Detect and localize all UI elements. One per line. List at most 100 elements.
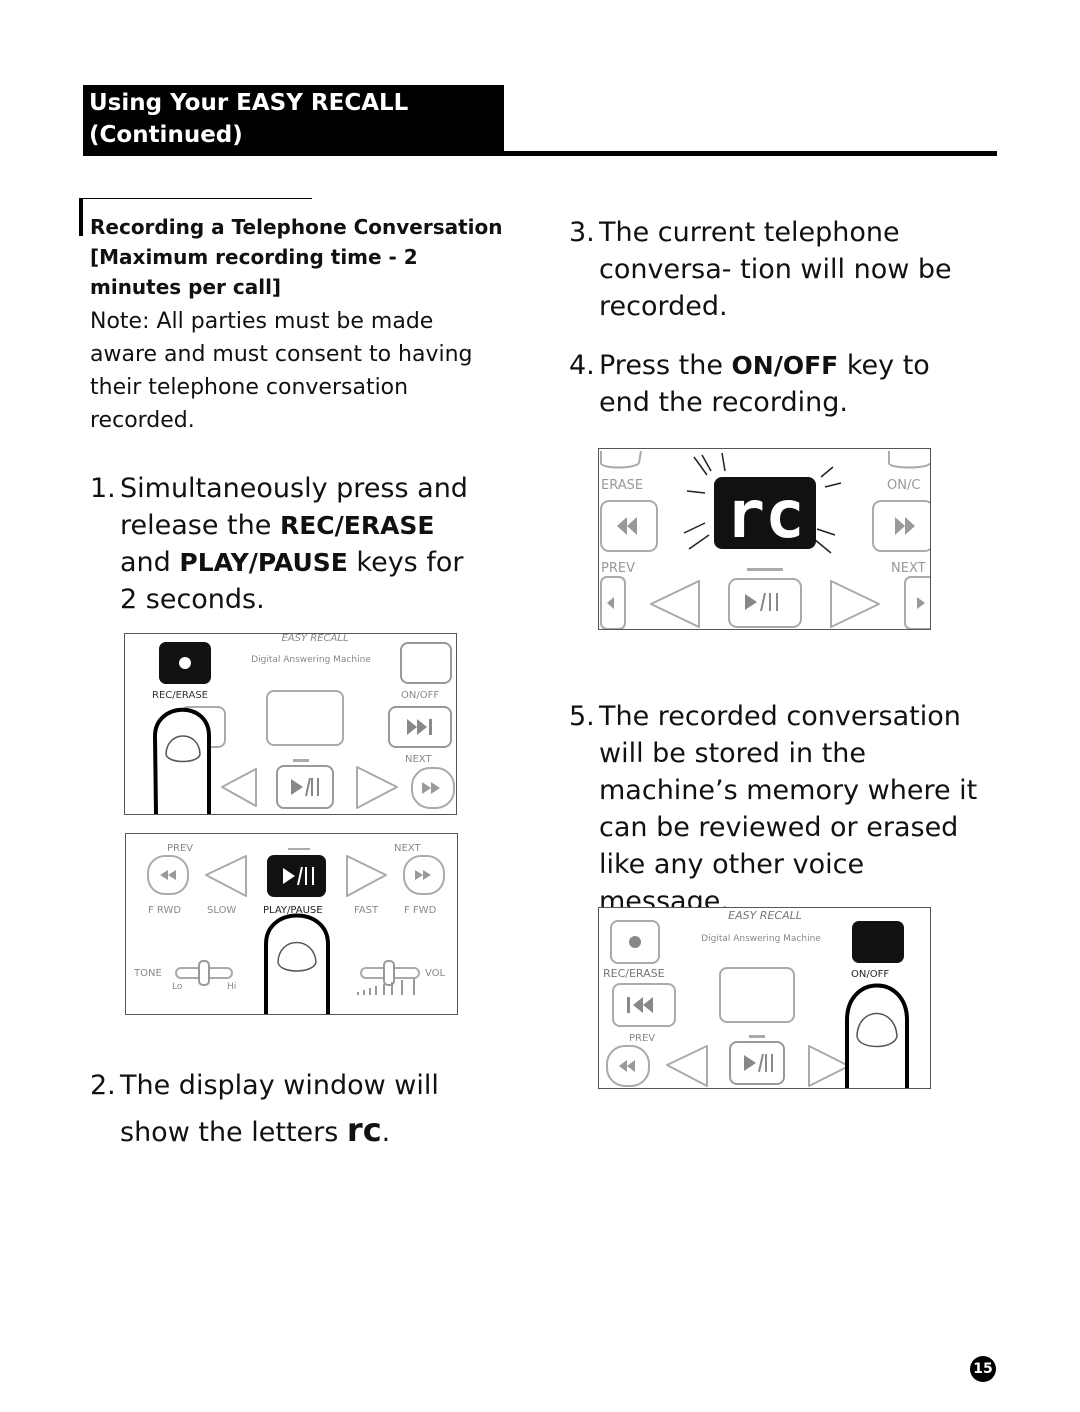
step-text: and (120, 547, 180, 578)
header-line-1: Using Your EASY RECALL (89, 90, 409, 116)
tone-label: TONE (133, 968, 162, 979)
prev-label: PREV (629, 1033, 655, 1044)
rewind-icon (160, 870, 176, 880)
key-name: rc (346, 1111, 382, 1149)
f-fwd-key (411, 767, 455, 809)
volume-scale (357, 978, 415, 995)
fingernail-icon (165, 735, 201, 763)
brand-label: EASY RECALL (281, 634, 348, 644)
fast-forward-icon (422, 782, 440, 794)
play-pause-key (267, 855, 326, 897)
f-fwd-key (904, 576, 930, 629)
step-text: Press the (599, 350, 732, 381)
key-name: REC/ERASE (279, 511, 435, 540)
step-text: The display window will show the letters (120, 1070, 439, 1148)
finger-icon (845, 983, 909, 1088)
section-marker-bar (79, 198, 83, 236)
rec-erase-key-edge (600, 450, 642, 469)
rewind-icon (607, 597, 614, 609)
page-number: 15 (970, 1356, 996, 1382)
play-pause-key (729, 1041, 785, 1085)
record-icon (179, 657, 191, 669)
prev-label: PREV (601, 561, 635, 576)
volume-slider-knob (383, 960, 395, 986)
f-rwd-key (606, 1045, 650, 1087)
on-off-key (852, 921, 904, 963)
play-icon (291, 779, 303, 795)
play-indicator (747, 568, 783, 571)
next-label: NEXT (394, 843, 421, 854)
on-off-key-edge (888, 451, 930, 469)
erase-label: ERASE (601, 478, 643, 493)
slow-key (650, 580, 700, 628)
play-pause-label: PLAY/PAUSE (263, 905, 323, 916)
note-label: Note: (90, 309, 150, 334)
step-2: 2. The display window will show the lett… (90, 1064, 500, 1155)
fast-forward-icon (415, 870, 431, 880)
on-off-label: ON/C (887, 478, 920, 493)
step-1: 1. Simultaneously press and release the … (90, 470, 480, 618)
f-fwd-key (403, 855, 445, 895)
display-window (719, 967, 795, 1023)
next-label: NEXT (405, 754, 432, 765)
skip-back-bar (627, 997, 630, 1013)
f-rwd-key (600, 576, 626, 629)
slow-key (205, 855, 247, 897)
flash-rays (683, 452, 842, 554)
header-line-2: (Continued) (89, 122, 243, 148)
f-fwd-label: F FWD (404, 905, 437, 916)
tagline-label: Digital Answering Machine (251, 655, 371, 665)
play-indicator (749, 1035, 765, 1038)
illustration-rc-display: ERASE ON/C PREV NEXT rc (598, 448, 931, 630)
illustration-press-rec-erase: EASY RECALL Digital Answering Machine RE… (124, 633, 457, 815)
f-rwd-label: F RWD (148, 905, 181, 916)
section-heading-line-2: [Maximum recording time - 2 (90, 245, 418, 269)
step-text: . (381, 1117, 391, 1148)
prev-label: PREV (167, 843, 193, 854)
step-text: The current telephone conversa- tion wil… (599, 217, 952, 322)
pause-icon (297, 866, 314, 886)
pause-icon (760, 592, 778, 612)
skip-forward-icon (407, 719, 427, 735)
section-heading-line-1: Recording a Telephone Conversation (90, 215, 503, 239)
fingernail-icon (277, 941, 317, 972)
fast-forward-icon (895, 517, 915, 535)
display-window (714, 477, 816, 549)
skip-back-icon (633, 997, 653, 1013)
fast-forward-icon (917, 597, 925, 609)
step-5: 5. The recorded conversation will be sto… (569, 698, 989, 920)
skip-forward-bar (429, 719, 432, 735)
rec-erase-label: REC/ERASE (603, 967, 665, 980)
pause-icon (305, 777, 319, 797)
page-header-title: Using Your EASY RECALL (Continued) (89, 87, 501, 151)
next-label: NEXT (891, 561, 926, 576)
prev-key (600, 500, 658, 552)
play-indicator (293, 759, 309, 762)
record-icon (629, 936, 641, 948)
header-rule (83, 151, 997, 156)
play-pause-key (728, 578, 802, 628)
step-number: 4. (569, 350, 595, 381)
fingernail-icon (856, 1012, 898, 1048)
on-off-label: ON/OFF (401, 690, 439, 701)
step-number: 3. (569, 217, 595, 248)
display-readout: rc (725, 476, 804, 553)
rec-erase-key (610, 920, 660, 964)
illustration-press-play-pause: PREV NEXT F RWD SLOW PLAY/PAUSE FAST F F… (125, 833, 458, 1015)
play-icon (744, 1055, 756, 1071)
on-off-key (400, 642, 452, 684)
f-rwd-key (147, 855, 189, 895)
fast-key (356, 766, 398, 809)
slow-key (666, 1045, 708, 1087)
step-text: Simultaneously press and release the (120, 473, 468, 541)
play-icon (745, 594, 757, 610)
consent-note: Note: All parties must be made aware and… (90, 305, 490, 437)
pause-icon (758, 1053, 773, 1073)
slow-label: SLOW (207, 905, 236, 916)
play-indicator (288, 848, 310, 850)
step-text: The recorded conversation will be stored… (599, 701, 978, 917)
next-key (388, 706, 452, 748)
on-off-label: ON/OFF (851, 969, 889, 980)
key-name: PLAY/PAUSE (179, 548, 348, 577)
fast-key (808, 1045, 850, 1087)
